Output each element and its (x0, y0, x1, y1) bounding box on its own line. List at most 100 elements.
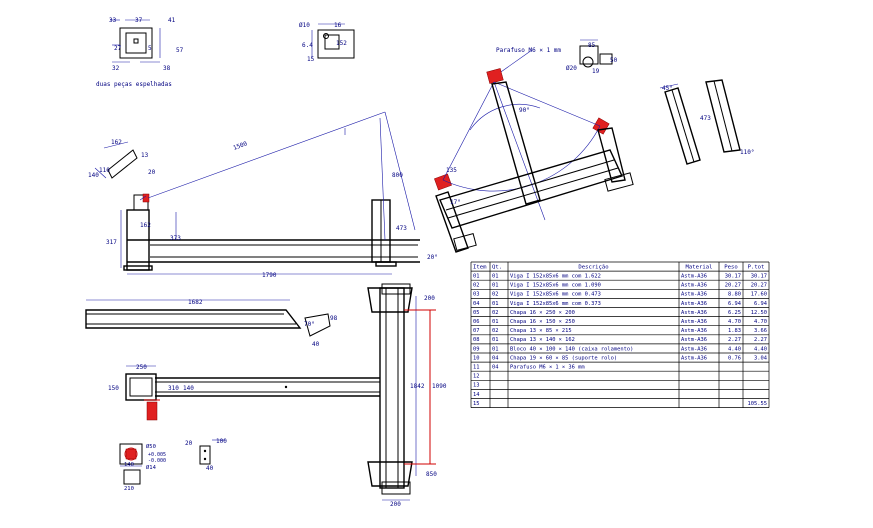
dim-text: 800 (392, 172, 403, 179)
table-cell: Astm-A36 (681, 310, 707, 316)
angle-text: 70° (304, 321, 315, 328)
table-header-cell: Material (686, 264, 713, 270)
detail-section-a: 33 37 41 27 5 57 32 38 duas peças espelh… (96, 17, 184, 88)
table-cell: 20.27 (751, 283, 767, 289)
dim-text: 33 (109, 17, 117, 24)
table-cell: Viga I 152x85x6 mm com 0.473 (510, 292, 601, 298)
dim-text: 50 (610, 57, 618, 64)
dim-text: 85 (588, 42, 596, 49)
dim-text: 41 (168, 17, 176, 24)
table-cell: 20.27 (725, 283, 741, 289)
table-cell: Astm-A36 (681, 328, 707, 334)
dim-text: 16 (334, 22, 342, 29)
dim-text: Ø10 (299, 22, 310, 29)
detail-plate-b: Ø10 16 6.4 152 15 (299, 22, 355, 63)
table-cell: 02 (473, 283, 480, 289)
dim-text: 210 (124, 486, 134, 492)
dim-text: 140 (88, 172, 99, 179)
table-cell: Chapa 13 × 85 × 215 (510, 328, 572, 334)
dim-text: 20° (427, 254, 438, 261)
table-header-cell: Descrição (578, 264, 608, 270)
table-cell: 04 (492, 355, 499, 361)
table-cell: Astm-A36 (681, 274, 707, 280)
table-cell: 04 (492, 365, 499, 371)
table-cell: 02 (492, 328, 499, 334)
detail-note: duas peças espelhadas (96, 81, 172, 88)
table-header-cell: Qt. (492, 264, 502, 270)
top-view: 1682 70° 98 40 250 150 310 140 (85, 299, 380, 421)
dim-text: 373 (170, 235, 181, 242)
table-cell: 4.70 (754, 319, 767, 325)
dim-text: 40 (206, 465, 214, 472)
table-cell: 15 (473, 401, 480, 407)
table-cell: 01 (492, 337, 499, 343)
detail-inclined-beams-e: 45° 473 110° (659, 79, 754, 165)
detail-bearing-d: 85 Ø20 19 50 (566, 39, 618, 75)
dim-text: 1090 (432, 383, 447, 390)
angle-text: 17° (450, 199, 461, 206)
table-cell: 30.17 (725, 274, 741, 280)
dim-text: 13 (141, 152, 149, 159)
table-cell: 01 (473, 274, 480, 280)
front-view: 1842 1090 200 850 200 (367, 283, 447, 508)
dim-text: 20 (185, 440, 193, 447)
dim-text: 317 (106, 239, 117, 246)
detail-small-block-g: 20 100 40 (185, 438, 227, 472)
table-cell: 1.83 (728, 328, 741, 334)
table-cell: Astm-A36 (681, 319, 707, 325)
table-header-cell: P.tot (748, 264, 765, 270)
table-cell: Chapa 16 × 150 × 250 (510, 319, 575, 325)
table-cell: 10 (473, 355, 480, 361)
dim-text: Ø14 (146, 464, 157, 471)
table-cell: 2.27 (728, 337, 741, 343)
dim-text: 1500 (232, 140, 248, 152)
dim-text: -0.000 (148, 458, 166, 464)
side-view-main: 1500 800 473 1790 317 162 373 20° (106, 111, 438, 279)
dim-text: Ø20 (566, 65, 577, 72)
table-cell: 13 (473, 383, 480, 389)
dim-text: 162 (111, 139, 122, 146)
detail-bearing-block-f: Ø50 +0.005 -0.000 Ø14 140 210 (119, 443, 166, 492)
table-cell: 105.55 (748, 401, 767, 407)
table-cell: Bloco 40 × 100 × 140 (caixa rolamento) (510, 346, 633, 352)
dim-text: 850 (426, 471, 437, 478)
table-cell: 6.25 (728, 310, 741, 316)
angle-text: 45° (662, 85, 673, 92)
dim-text: 110 (99, 167, 110, 174)
dim-text: 310 (168, 385, 179, 392)
dim-text: 38 (163, 65, 171, 72)
table-cell: 06 (473, 319, 480, 325)
bolt-callout: Parafuso M6 × 1 mm (496, 47, 561, 54)
dim-text: 473 (396, 225, 407, 232)
table-cell: 17.60 (751, 292, 767, 298)
table-cell: Parafuso M6 × 1 × 36 mm (510, 365, 585, 371)
table-cell: Viga I 152x85x6 mm com 1.090 (510, 283, 601, 289)
table-cell: Chapa 16 × 250 × 200 (510, 310, 575, 316)
table-cell: Astm-A36 (681, 301, 707, 307)
table-cell: Viga I 152x85x6 mm com 0.373 (510, 301, 601, 307)
table-cell: Astm-A36 (681, 292, 707, 298)
table-cell: 0.76 (728, 355, 741, 361)
dim-text: 1682 (188, 299, 203, 306)
dim-text: 1790 (262, 272, 277, 279)
dim-text: 200 (424, 295, 435, 302)
table-cell: 02 (492, 292, 499, 298)
table-cell: 6.94 (728, 301, 741, 307)
table-cell: Chapa 19 × 60 × 85 (suporte rolo) (510, 355, 617, 361)
detail-bracket-c: 162 13 140 110 20 (88, 139, 156, 179)
angle-text: 110° (740, 149, 754, 156)
dim-text: 152 (336, 40, 347, 47)
dim-text: 200 (390, 501, 401, 508)
dim-text: Ø50 (146, 443, 156, 450)
table-cell: 05 (473, 310, 480, 316)
table-cell: Astm-A36 (681, 337, 707, 343)
table-header-cell: Peso (724, 264, 737, 270)
angle-text: 90° (519, 107, 530, 114)
table-cell: 01 (492, 319, 499, 325)
table-cell: 01 (492, 283, 499, 289)
table-cell: 3.66 (754, 328, 767, 334)
dim-text: 20 (148, 169, 156, 176)
table-cell: 8.80 (728, 292, 741, 298)
dim-text: 37 (135, 17, 143, 24)
